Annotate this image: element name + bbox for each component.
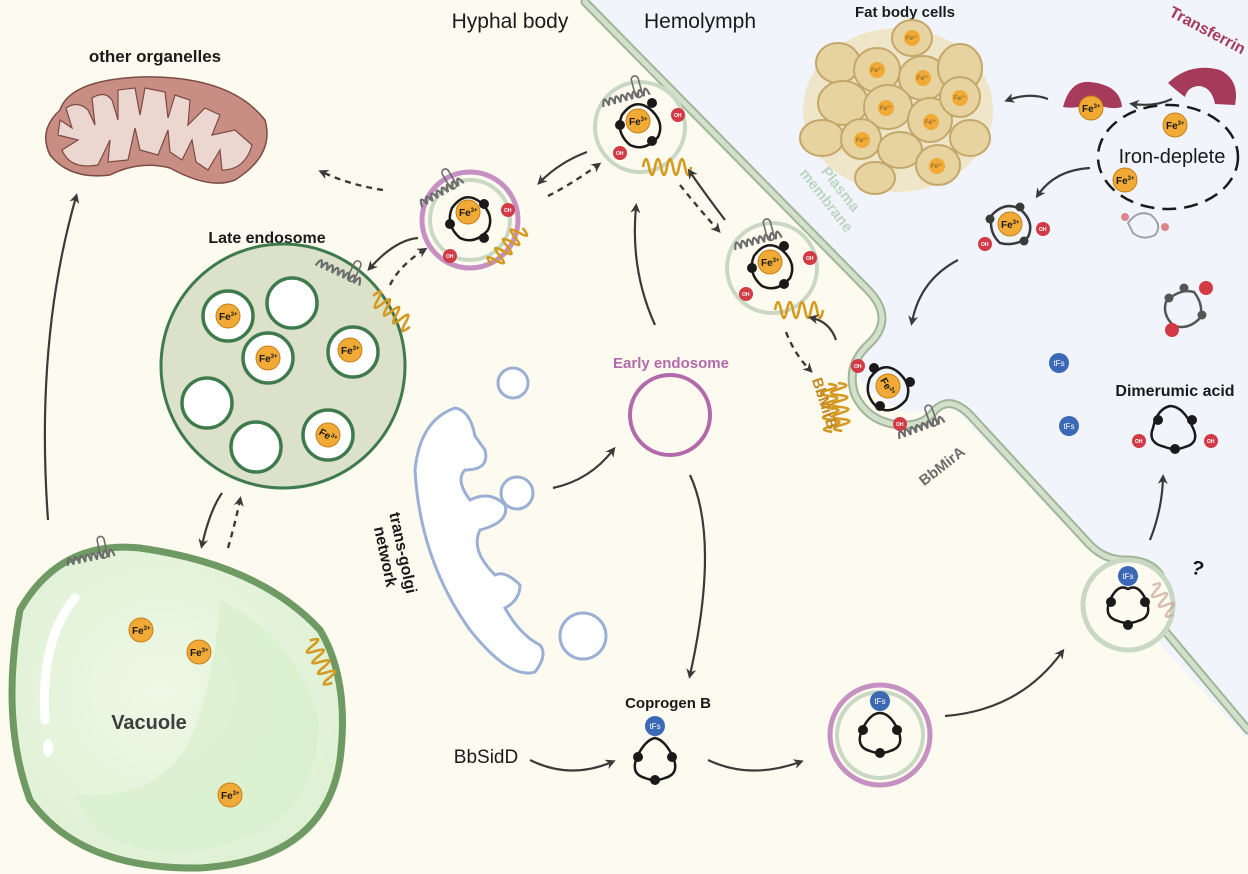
- hyphal-body-label: Hyphal body: [452, 10, 569, 33]
- arrow-siderophore-to-receptor: [908, 259, 959, 326]
- vesicle-siderophore-purple: Fe3+ OH OH: [410, 163, 531, 272]
- svg-text:OH: OH: [1135, 439, 1143, 445]
- arrow-top-vesicle-to-mid-vesicle: [679, 184, 721, 233]
- arrow-coprogen-to-vesicle: [707, 759, 804, 772]
- dimerumic-acid-label: Dimerumic acid: [1115, 383, 1234, 400]
- svg-text:Fe3+: Fe3+: [1001, 220, 1020, 231]
- arrow-vacuole-to-organelles: [43, 193, 80, 521]
- svg-text:Fe3+: Fe3+: [341, 346, 360, 357]
- vacuole-iron: Fe3+ Fe3+ Fe3+: [128, 617, 243, 808]
- coprogen-b: Coprogen B tFs: [625, 695, 711, 785]
- ferri-siderophore-hemolymph: Fe3+ OH OH: [978, 202, 1050, 251]
- svg-text:Fe2+: Fe2+: [871, 66, 883, 74]
- arrow-late-endosome-to-vacuole: [198, 492, 223, 549]
- svg-text:Fe2+: Fe2+: [931, 162, 943, 170]
- svg-text:Fe2+: Fe2+: [954, 94, 966, 102]
- svg-text:tFs: tFs: [1122, 572, 1133, 581]
- arrow-vesicle-to-late-endosome: [367, 236, 419, 271]
- trans-golgi-network: trans-golgi network: [370, 366, 608, 675]
- hemolymph-background: [585, 0, 1248, 740]
- vacuole-label: Vacuole: [111, 712, 187, 734]
- svg-text:Fe3+: Fe3+: [1082, 104, 1101, 115]
- svg-text:Fe3+: Fe3+: [1166, 121, 1185, 132]
- dimerumic-acid: Dimerumic acid OH OH: [1115, 383, 1235, 454]
- svg-text:OH: OH: [504, 208, 512, 214]
- fat-body-cells-label: Fat body cells: [855, 4, 955, 21]
- arrow-late-endosome-to-vesicle: [388, 247, 428, 286]
- arrow-vesicle-to-membrane: [944, 648, 1065, 718]
- svg-text:Fe2+: Fe2+: [880, 104, 892, 112]
- svg-text:Fe3+: Fe3+: [459, 208, 478, 219]
- svg-text:OH: OH: [854, 364, 862, 370]
- svg-text:OH: OH: [896, 422, 904, 428]
- arrow-secretion-to-dimerumic: [1148, 474, 1168, 541]
- svg-text:Fe2+: Fe2+: [906, 34, 918, 42]
- svg-text:Fe2+: Fe2+: [917, 74, 929, 82]
- arrow-bbsidd-to-coprogen: [529, 759, 616, 772]
- svg-text:Fe3+: Fe3+: [259, 354, 278, 365]
- arrow-top-vesicle-to-purple-vesicle: [537, 150, 588, 185]
- svg-text:OH: OH: [981, 242, 989, 248]
- vesicle-siderophore-middle: Fe3+ OH OH: [725, 215, 825, 320]
- vesicle-siderophore-top: Fe3+ OH OH: [593, 72, 693, 177]
- early-endosome: Early endosome: [613, 355, 729, 457]
- tfs-free-2: tFs: [1059, 416, 1079, 436]
- arrow-early-endosome-to-top-vesicle: [630, 203, 657, 326]
- svg-text:Fe3+: Fe3+: [221, 791, 240, 802]
- secretory-vesicle-tfs: tFs: [827, 682, 933, 788]
- svg-text:tFs: tFs: [874, 697, 885, 706]
- bbsidd-label: BbSidD: [454, 747, 518, 768]
- arrow-mid-vesicle-to-top-vesicle: [687, 168, 726, 221]
- svg-text:OH: OH: [616, 151, 624, 157]
- svg-text:Fe3+: Fe3+: [1116, 176, 1135, 187]
- apo-siderophore-faded: [1121, 212, 1169, 239]
- pathway-arrows: [43, 93, 1173, 772]
- arrow-golgi-to-early-endosome: [552, 446, 616, 490]
- svg-text:OH: OH: [742, 292, 750, 298]
- arrow-early-endosome-to-coprogen: [686, 474, 707, 679]
- arrow-receptor-to-mid-vesicle: [808, 314, 838, 341]
- other-organelles-label: other organelles: [89, 47, 221, 66]
- arrow-purple-vesicle-to-top-vesicle: [547, 162, 602, 198]
- early-endosome-label: Early endosome: [613, 355, 729, 372]
- hemolymph-label: Hemolymph: [644, 10, 756, 33]
- svg-text:Fe3+: Fe3+: [132, 626, 151, 637]
- svg-text:Fe2+: Fe2+: [856, 136, 868, 144]
- coprogen-b-label: Coprogen B: [625, 695, 711, 712]
- svg-text:tFs: tFs: [1053, 359, 1064, 368]
- arrow-iron-to-transferrin: [1129, 98, 1173, 110]
- mitochondrion: other organelles: [45, 47, 268, 184]
- late-endosome-label: Late endosome: [208, 230, 325, 247]
- svg-text:tFs: tFs: [649, 722, 660, 731]
- apo-siderophore-hemolymph: [1163, 281, 1213, 337]
- fat-body-cells: Fat body cells Fe2+ Fe2+ Fe2+ Fe2+ Fe2+: [799, 4, 993, 195]
- svg-text:OH: OH: [446, 254, 454, 260]
- svg-text:OH: OH: [1207, 439, 1215, 445]
- secretion-vesicle-membrane: tFs ?: [1080, 557, 1206, 653]
- arrow-iron-deplete-to-siderophore: [1035, 166, 1091, 199]
- arrow-vesicle-to-organelles: [318, 169, 384, 192]
- tfs-free-1: tFs: [1049, 353, 1069, 373]
- svg-text:OH: OH: [1039, 227, 1047, 233]
- svg-text:OH: OH: [674, 113, 682, 119]
- iron-deplete-zone: Iron-deplete Fe3+ Fe3+: [1096, 103, 1240, 211]
- arrow-mid-vesicle-to-receptor: [784, 331, 813, 373]
- svg-text:OH: OH: [806, 256, 814, 262]
- svg-text:Fe3+: Fe3+: [761, 258, 780, 269]
- iron-deplete-label: Iron-deplete: [1119, 146, 1226, 168]
- svg-text:Fe3+: Fe3+: [190, 648, 209, 659]
- fat-body-iron: Fe2+ Fe2+ Fe2+ Fe2+ Fe2+ Fe3+ Fe2+ Fe2+: [854, 30, 968, 174]
- arrow-transferrin-to-fat-body: [1004, 93, 1049, 103]
- arrow-vacuole-to-late-endosome: [226, 496, 244, 549]
- late-endosome-iron: Fe3+ Fe3+ Fe3+ Fe3+: [215, 303, 363, 452]
- svg-text:Fe3+: Fe3+: [629, 117, 648, 128]
- svg-text:Fe3+: Fe3+: [925, 118, 937, 126]
- svg-text:tFs: tFs: [1063, 422, 1074, 431]
- svg-text:Fe3+: Fe3+: [219, 312, 238, 323]
- unknown-transporter-label: ?: [1189, 557, 1206, 581]
- vacuole: Vacuole: [8, 533, 346, 872]
